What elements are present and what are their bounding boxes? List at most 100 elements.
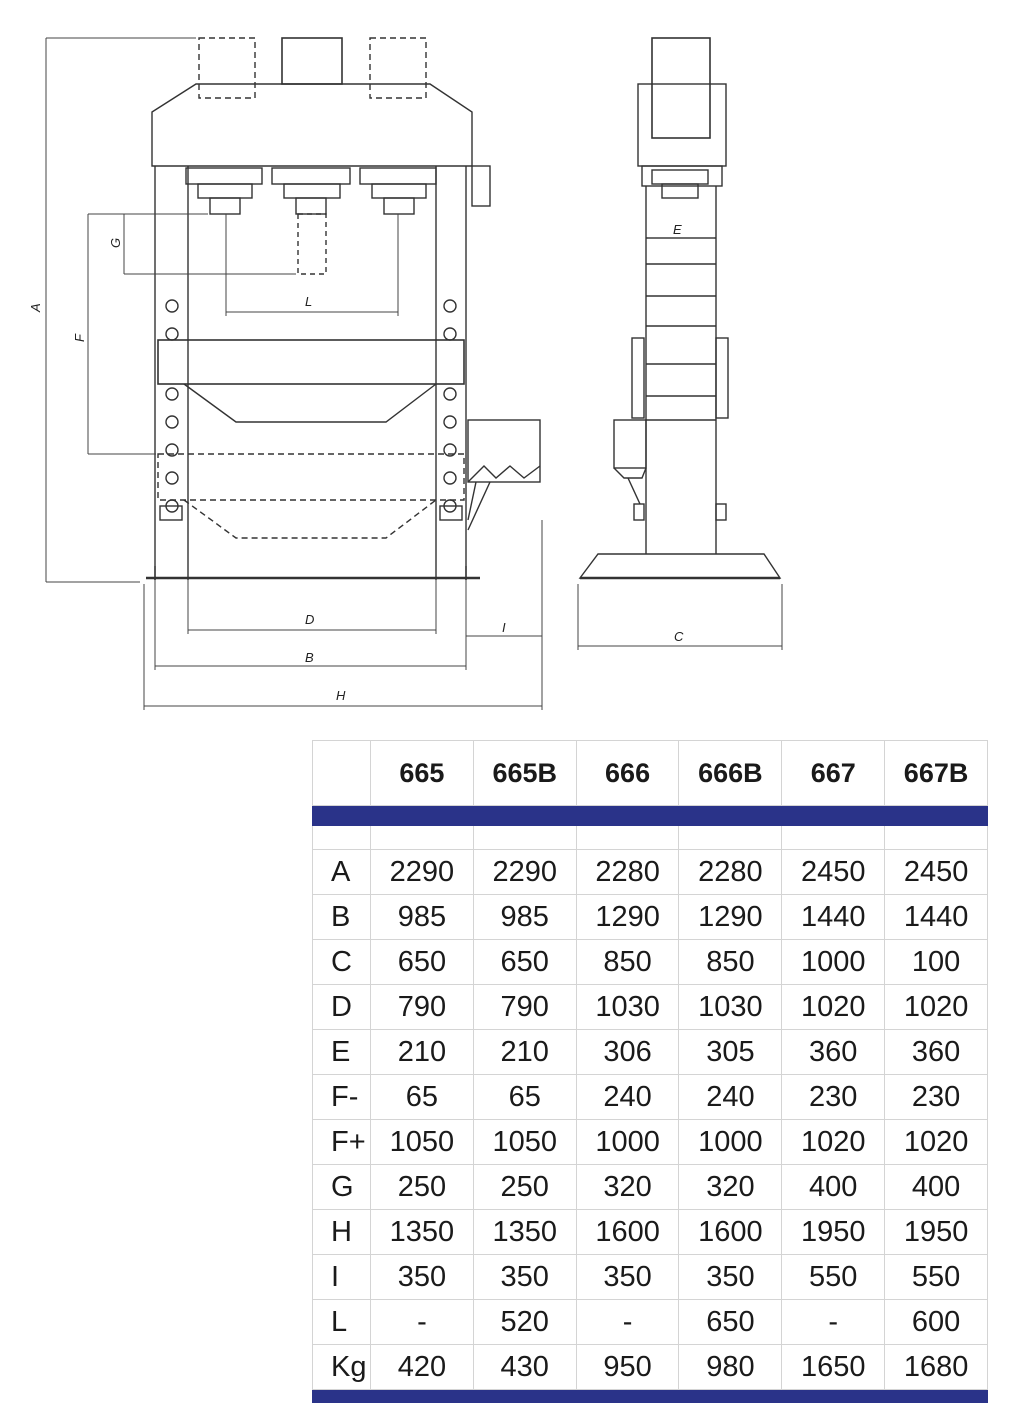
value-cell: 250 xyxy=(472,1164,577,1210)
value-cell: 360 xyxy=(781,1029,886,1075)
value-cell: 1600 xyxy=(678,1209,783,1255)
row-label: D xyxy=(312,984,371,1030)
row-label: I xyxy=(312,1254,371,1300)
dimension-lines xyxy=(45,37,783,710)
model-header: 667B xyxy=(884,740,988,806)
footer-band xyxy=(312,1389,988,1403)
value-cell: 650 xyxy=(678,1299,783,1345)
value-cell: 1290 xyxy=(678,894,783,940)
value-cell: 985 xyxy=(472,894,577,940)
value-cell: 2290 xyxy=(370,849,474,895)
row-label: E xyxy=(312,1029,371,1075)
row-label: A xyxy=(312,849,371,895)
value-cell: 1020 xyxy=(781,984,886,1030)
corner-cell xyxy=(312,740,371,806)
table-row: L-520-650-600 xyxy=(312,1299,988,1345)
value-cell: 1350 xyxy=(472,1209,577,1255)
row-label: F- xyxy=(312,1074,371,1120)
dim-label-g: G xyxy=(108,238,123,248)
model-header: 665B xyxy=(472,740,577,806)
value-cell: 650 xyxy=(472,939,577,985)
value-cell: 305 xyxy=(678,1029,783,1075)
value-cell: 420 xyxy=(370,1344,474,1390)
value-cell: 320 xyxy=(575,1164,680,1210)
value-cell: 350 xyxy=(575,1254,680,1300)
value-cell: 360 xyxy=(884,1029,988,1075)
value-cell: 850 xyxy=(678,939,783,985)
row-label: F+ xyxy=(312,1119,371,1165)
value-cell: 430 xyxy=(472,1344,577,1390)
value-cell: 100 xyxy=(884,939,988,985)
value-cell: 1020 xyxy=(884,984,988,1030)
value-cell: 2280 xyxy=(575,849,680,895)
model-header: 667 xyxy=(781,740,886,806)
column-holes xyxy=(165,299,457,513)
value-cell: 1950 xyxy=(884,1209,988,1255)
value-cell: 2280 xyxy=(678,849,783,895)
front-view xyxy=(146,37,541,580)
value-cell: 250 xyxy=(370,1164,474,1210)
row-label: G xyxy=(312,1164,371,1210)
value-cell: 65 xyxy=(472,1074,577,1120)
value-cell: 1020 xyxy=(781,1119,886,1165)
value-cell: 210 xyxy=(472,1029,577,1075)
dim-label-d: D xyxy=(305,612,314,627)
value-cell: 985 xyxy=(370,894,474,940)
value-cell: 1030 xyxy=(678,984,783,1030)
dim-label-h: H xyxy=(336,688,346,703)
dim-label-c: C xyxy=(674,629,684,644)
row-label: C xyxy=(312,939,371,985)
model-header: 665 xyxy=(370,740,474,806)
value-cell: 1350 xyxy=(370,1209,474,1255)
value-cell: 350 xyxy=(678,1254,783,1300)
model-header: 666B xyxy=(678,740,783,806)
value-cell: 850 xyxy=(575,939,680,985)
header-band xyxy=(312,805,988,826)
press-technical-drawing: A F G L D B H I E C xyxy=(28,37,783,710)
value-cell: 2290 xyxy=(472,849,577,895)
value-cell: 1680 xyxy=(884,1344,988,1390)
dim-label-l: L xyxy=(305,294,312,309)
value-cell: 600 xyxy=(884,1299,988,1345)
value-cell: 210 xyxy=(370,1029,474,1075)
row-label: H xyxy=(312,1209,371,1255)
value-cell: 320 xyxy=(678,1164,783,1210)
spacer-row xyxy=(312,825,988,850)
value-cell: 2450 xyxy=(884,849,988,895)
dim-label-b: B xyxy=(305,650,314,665)
value-cell: 1950 xyxy=(781,1209,886,1255)
value-cell: 2450 xyxy=(781,849,886,895)
value-cell: 1050 xyxy=(370,1119,474,1165)
value-cell: 400 xyxy=(884,1164,988,1210)
value-cell: 1050 xyxy=(472,1119,577,1165)
value-cell: 400 xyxy=(781,1164,886,1210)
value-cell: 1000 xyxy=(781,939,886,985)
dim-label-e: E xyxy=(673,222,682,237)
dimension-letters: A F G L D B H I E C xyxy=(28,222,684,703)
value-cell: 1000 xyxy=(575,1119,680,1165)
value-cell: 1440 xyxy=(781,894,886,940)
value-cell: 1600 xyxy=(575,1209,680,1255)
value-cell: - xyxy=(781,1299,886,1345)
value-cell: 1030 xyxy=(575,984,680,1030)
value-cell: 950 xyxy=(575,1344,680,1390)
row-label: Kg xyxy=(312,1344,371,1390)
value-cell: - xyxy=(370,1299,474,1345)
value-cell: 1440 xyxy=(884,894,988,940)
row-label: B xyxy=(312,894,371,940)
value-cell: 65 xyxy=(370,1074,474,1120)
value-cell: - xyxy=(575,1299,680,1345)
dim-label-i: I xyxy=(502,620,506,635)
value-cell: 240 xyxy=(678,1074,783,1120)
